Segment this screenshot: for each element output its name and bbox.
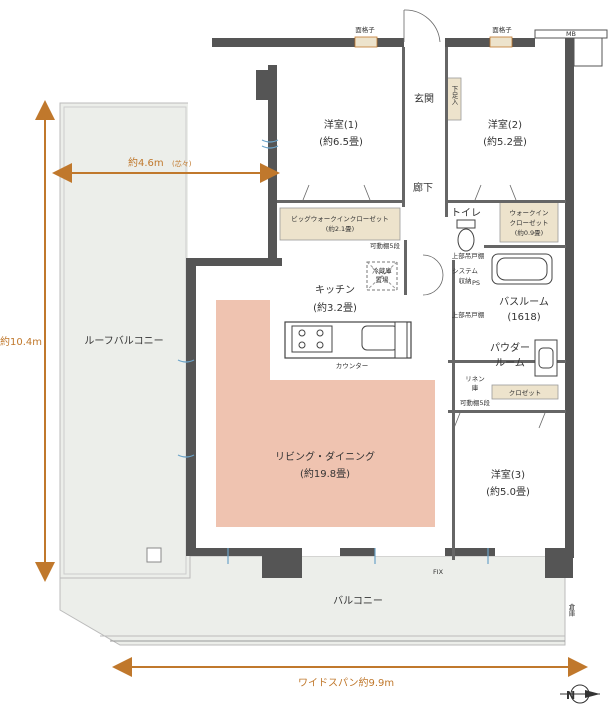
closet-fill bbox=[491, 384, 559, 400]
lattice-markers bbox=[354, 36, 513, 48]
balcony-label: バルコニー bbox=[333, 595, 383, 607]
bathroom-size: (1618) bbox=[507, 312, 540, 323]
lattice-left: 面格子 bbox=[355, 25, 375, 34]
shelf-label-2: 可動棚5段 bbox=[460, 398, 491, 407]
lattice-right: 面格子 bbox=[492, 25, 512, 34]
roof-width-note: (芯々) bbox=[172, 159, 192, 168]
big-wic-size: (約2.1畳) bbox=[326, 224, 354, 233]
corridor-label: 廊下 bbox=[413, 181, 433, 194]
powder-room-line1: パウダー bbox=[490, 341, 530, 354]
linen-line1: リネン bbox=[465, 375, 485, 383]
living-size: (約19.8畳) bbox=[300, 467, 350, 480]
compass-icon: N bbox=[560, 684, 600, 704]
washbasin bbox=[534, 339, 558, 377]
toilet-label: トイレ bbox=[451, 208, 481, 219]
entrance-label: 玄関 bbox=[414, 92, 434, 105]
kitchen-size: (約3.2畳) bbox=[313, 301, 357, 314]
upper-cabinet-2: 上部吊戸棚 bbox=[452, 310, 485, 319]
wide-span-dim: ワイドスパン約9.9m bbox=[298, 676, 394, 689]
balcony-area bbox=[59, 555, 566, 646]
storage-label: 倉庫 bbox=[567, 602, 575, 618]
shelf-label-1: 可動棚5段 bbox=[370, 241, 401, 250]
wic-line1: ウォークイン bbox=[510, 209, 549, 217]
room1-size: (約6.5畳) bbox=[319, 135, 363, 148]
room2-size: (約5.2畳) bbox=[483, 135, 527, 148]
roof-depth-dim: 約10.4m bbox=[0, 335, 42, 348]
shoe-cabinet-label: 下足入 bbox=[450, 85, 458, 105]
mb-label: MB bbox=[566, 30, 576, 38]
fix-label: FIX bbox=[433, 568, 444, 576]
kitchen-counter bbox=[284, 321, 412, 359]
room2-name: 洋室(2) bbox=[488, 118, 522, 131]
room1-name: 洋室(1) bbox=[324, 118, 358, 131]
fridge-line1: 冷蔵庫 bbox=[372, 266, 392, 275]
roof-width-dim: 約4.6m bbox=[128, 156, 164, 169]
system-storage-line2: 収納 bbox=[459, 276, 472, 285]
room3-name: 洋室(3) bbox=[491, 468, 525, 481]
walls bbox=[186, 29, 608, 578]
compass-label: N bbox=[566, 689, 575, 702]
fridge-line2: 置場 bbox=[376, 275, 390, 284]
big-walk-in-closet-fill bbox=[279, 207, 401, 241]
roof-balcony-label: ルーフバルコニー bbox=[84, 335, 163, 347]
room3-size: (約5.0畳) bbox=[486, 485, 530, 498]
wic-size: (約0.9畳) bbox=[515, 228, 543, 237]
roof-balcony-area bbox=[59, 102, 191, 603]
bathtub bbox=[491, 253, 553, 285]
system-storage-line1: システム bbox=[452, 267, 478, 275]
powder-room-line2: ルーム bbox=[495, 357, 525, 369]
toilet-fixture bbox=[456, 219, 476, 252]
wic-line2: クローゼット bbox=[510, 218, 549, 227]
upper-cabinet-1: 上部吊戸棚 bbox=[452, 251, 485, 260]
ps-label: PS bbox=[472, 279, 480, 287]
living-name: リビング・ダイニング bbox=[275, 450, 375, 463]
living-dining-floor bbox=[216, 300, 435, 527]
kitchen-name: キッチン bbox=[315, 284, 355, 296]
linen-line2: 庫 bbox=[472, 383, 479, 392]
doors bbox=[302, 9, 546, 429]
bathroom-name: バスルーム bbox=[499, 296, 549, 308]
counter-label: カウンター bbox=[336, 361, 369, 370]
walk-in-closet-fill bbox=[499, 201, 559, 243]
big-wic-name: ビッグウォークインクローゼット bbox=[291, 214, 389, 223]
window-markers bbox=[177, 139, 489, 564]
closet-label: クロゼット bbox=[509, 388, 542, 397]
